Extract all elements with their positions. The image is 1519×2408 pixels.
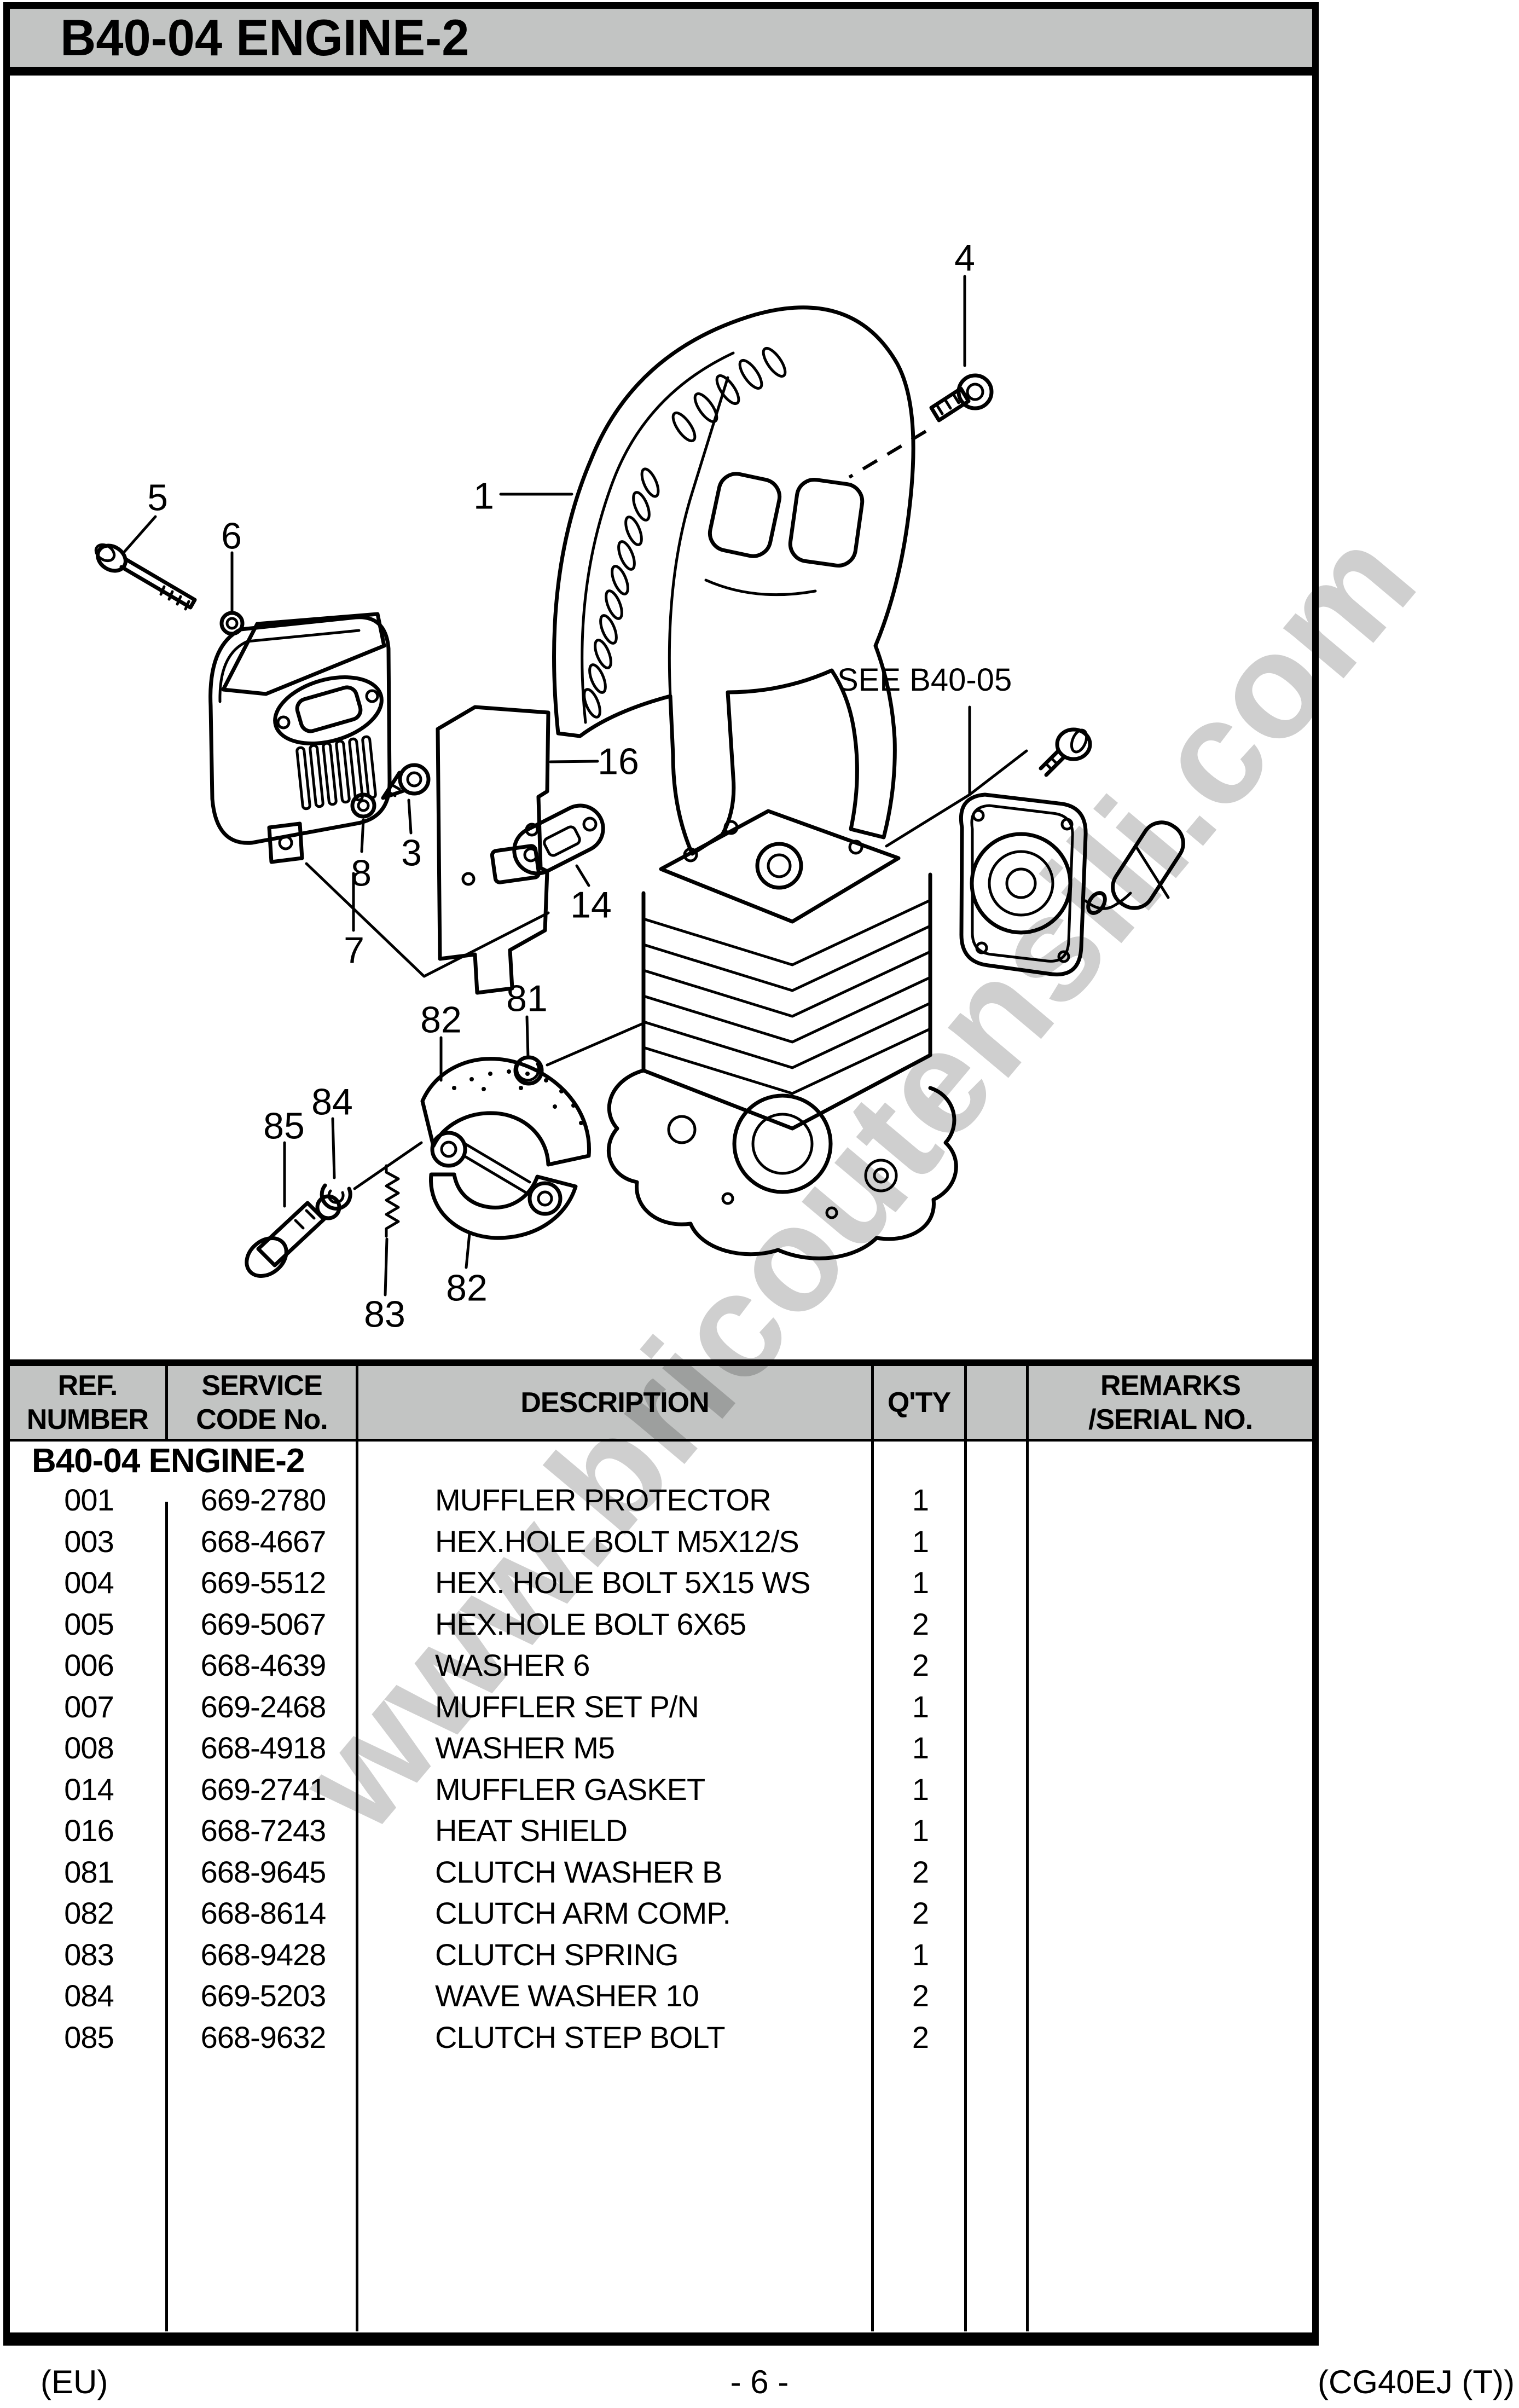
- table-row: 007 669-2468 MUFFLER SET P/N 1: [10, 1686, 1312, 1728]
- parts-table-rows: 001 669-2780 MUFFLER PROTECTOR 1 003 668-4667…: [10, 1479, 1312, 2058]
- cell-service-code: 668-4918: [200, 1730, 327, 1766]
- parts-table-header: REF. NUMBER SERVICE CODE No. DESCRIPTION…: [10, 1359, 1312, 1442]
- table-row: 003 668-4667 HEX.HOLE BOLT M5X12/S 1: [10, 1521, 1312, 1562]
- cell-description: MUFFLER GASKET: [435, 1772, 705, 1807]
- footer-model-code: (CG40EJ (T)): [1318, 2364, 1515, 2400]
- header-description: DESCRIPTION: [358, 1366, 874, 1439]
- header-qty: Q'TY: [874, 1366, 967, 1439]
- column-divider: [871, 1442, 874, 2331]
- cell-qty: 2: [912, 1978, 929, 2013]
- table-row: 005 669-5067 HEX.HOLE BOLT 6X65 2: [10, 1604, 1312, 1645]
- cell-description: CLUTCH WASHER B: [435, 1854, 722, 1889]
- cell-service-code: 669-2741: [200, 1772, 327, 1807]
- table-row: 006 668-4639 WASHER 6 2: [10, 1645, 1312, 1686]
- cell-description: WASHER M5: [435, 1730, 615, 1766]
- table-row: 016 668-7243 HEAT SHIELD 1: [10, 1810, 1312, 1851]
- cell-description: WASHER 6: [435, 1648, 590, 1683]
- cell-ref-number: 084: [64, 1978, 114, 2013]
- cell-qty: 1: [912, 1730, 929, 1766]
- cell-ref-number: 006: [64, 1648, 114, 1683]
- cell-service-code: 669-5067: [200, 1606, 327, 1641]
- cell-ref-number: 082: [64, 1896, 114, 1931]
- cell-ref-number: 081: [64, 1854, 114, 1889]
- cell-qty: 1: [912, 1689, 929, 1724]
- cell-description: MUFFLER SET P/N: [435, 1689, 699, 1724]
- column-divider: [356, 1442, 358, 2331]
- header-remarks: REMARKS /SERIAL NO.: [1088, 1369, 1253, 1435]
- cell-qty: 2: [912, 1854, 929, 1889]
- cell-service-code: 668-9645: [200, 1854, 327, 1889]
- cell-description: HEX.HOLE BOLT 6X65: [435, 1606, 746, 1641]
- cell-qty: 2: [912, 2019, 929, 2054]
- table-row: 084 669-5203 WAVE WASHER 10 2: [10, 1975, 1312, 2017]
- cell-service-code: 669-5203: [200, 1978, 327, 2013]
- cell-qty: 2: [912, 1606, 929, 1641]
- cell-service-code: 668-4667: [200, 1524, 327, 1559]
- cell-service-code: 669-2780: [200, 1483, 327, 1518]
- table-row: 082 668-8614 CLUTCH ARM COMP. 2: [10, 1892, 1312, 1934]
- cell-service-code: 668-9632: [200, 2019, 327, 2054]
- cell-ref-number: 005: [64, 1606, 114, 1641]
- cell-ref-number: 016: [64, 1813, 114, 1848]
- cell-qty: 2: [912, 1648, 929, 1683]
- table-row: 014 669-2741 MUFFLER GASKET 1: [10, 1769, 1312, 1810]
- cell-description: HEX. HOLE BOLT 5X15 WS: [435, 1565, 811, 1600]
- table-row: 081 668-9645 CLUTCH WASHER B 2: [10, 1851, 1312, 1893]
- table-row: 085 668-9632 CLUTCH STEP BOLT 2: [10, 2017, 1312, 2058]
- cell-ref-number: 085: [64, 2019, 114, 2054]
- footer-region-code: (EU): [40, 2364, 108, 2400]
- cell-qty: 1: [912, 1565, 929, 1600]
- footer-page-number: - 6 -: [730, 2364, 789, 2400]
- cell-description: MUFFLER PROTECTOR: [435, 1483, 772, 1518]
- cell-description: CLUTCH STEP BOLT: [435, 2019, 726, 2054]
- page-title: B40-04 ENGINE-2: [60, 9, 469, 66]
- title-bar: B40-04 ENGINE-2: [10, 9, 1312, 76]
- cell-service-code: 668-7243: [200, 1813, 327, 1848]
- cell-service-code: 669-2468: [200, 1689, 327, 1724]
- cell-ref-number: 007: [64, 1689, 114, 1724]
- cell-ref-number: 014: [64, 1772, 114, 1807]
- cell-qty: 1: [912, 1524, 929, 1559]
- header-ref-number: REF. NUMBER: [10, 1366, 168, 1439]
- cell-description: CLUTCH SPRING: [435, 1937, 679, 1972]
- header-service-code: SERVICE CODE No.: [168, 1366, 358, 1439]
- column-divider: [165, 1502, 168, 2331]
- header-blank: [967, 1366, 1029, 1439]
- cell-description: HEX.HOLE BOLT M5X12/S: [435, 1524, 799, 1559]
- cell-qty: 1: [912, 1483, 929, 1518]
- cell-ref-number: 008: [64, 1730, 114, 1766]
- cell-description: CLUTCH ARM COMP.: [435, 1896, 731, 1931]
- table-row: 004 669-5512 HEX. HOLE BOLT 5X15 WS 1: [10, 1562, 1312, 1604]
- cell-service-code: 668-8614: [200, 1896, 327, 1931]
- cell-service-code: 668-4639: [200, 1648, 327, 1683]
- column-divider: [964, 1442, 967, 2331]
- cell-ref-number: 001: [64, 1483, 114, 1518]
- cell-qty: 2: [912, 1896, 929, 1931]
- cell-qty: 1: [912, 1772, 929, 1807]
- cell-service-code: 669-5512: [200, 1565, 327, 1600]
- cell-ref-number: 003: [64, 1524, 114, 1559]
- cell-ref-number: 004: [64, 1565, 114, 1600]
- cell-service-code: 668-9428: [200, 1937, 327, 1972]
- table-row: 001 669-2780 MUFFLER PROTECTOR 1: [10, 1479, 1312, 1521]
- table-row: 008 668-4918 WASHER M5 1: [10, 1727, 1312, 1769]
- column-divider: [1026, 1442, 1029, 2331]
- table-section-title: B40-04 ENGINE-2: [32, 1442, 305, 1480]
- table-row: 083 668-9428 CLUTCH SPRING 1: [10, 1934, 1312, 1976]
- cell-ref-number: 083: [64, 1937, 114, 1972]
- cell-qty: 1: [912, 1813, 929, 1848]
- cell-description: HEAT SHIELD: [435, 1813, 628, 1848]
- cell-description: WAVE WASHER 10: [435, 1978, 699, 2013]
- cell-qty: 1: [912, 1937, 929, 1972]
